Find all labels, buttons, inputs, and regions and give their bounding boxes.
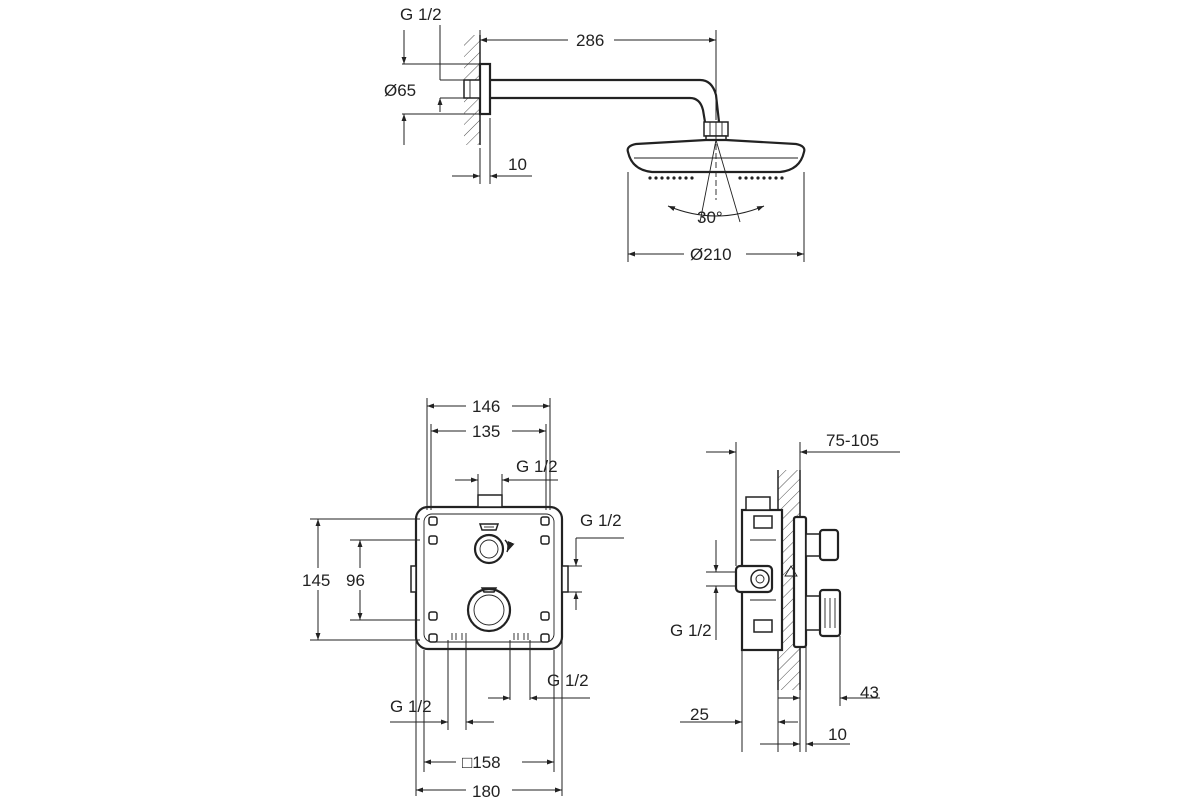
height-145-label: 145 [302, 571, 330, 590]
height-96-label: 96 [346, 571, 365, 590]
valve-side-view: 75-105 G 1/2 25 43 10 [670, 431, 900, 752]
side-thermostat-handle [805, 595, 821, 631]
angle-30-label: 30° [697, 208, 723, 227]
dia-210-label: Ø210 [690, 245, 732, 264]
depth-75-105-label: 75-105 [826, 431, 879, 450]
width-180-label: 180 [472, 782, 500, 800]
depth-10-label-side: 10 [828, 725, 847, 744]
diverter-knob [473, 533, 505, 565]
valve-box-inner [423, 513, 555, 643]
valve-front-view: 146 135 G 1/2 G 1/2 145 96 [300, 394, 624, 800]
top-port [477, 494, 503, 508]
side-diverter-handle [805, 533, 821, 557]
side-cover-plate [792, 515, 808, 649]
depth-43-label: 43 [860, 683, 879, 702]
thermostat-knob [466, 587, 512, 633]
g-half-label-front-top: G 1/2 [516, 457, 558, 476]
spray-nozzles [648, 176, 784, 180]
dia-65-label: Ø65 [384, 81, 416, 100]
valve-box-outer [414, 505, 564, 651]
g-half-label-front-right: G 1/2 [580, 511, 622, 530]
depth-25-label: 25 [690, 705, 709, 724]
g-half-label-front-bottom-left: G 1/2 [390, 697, 432, 716]
width-146-label: 146 [472, 397, 500, 416]
g-half-label-side: G 1/2 [670, 621, 712, 640]
square-158-label: □158 [462, 753, 501, 772]
length-286-label: 286 [576, 31, 604, 50]
width-135-label: 135 [472, 422, 500, 441]
wall-flange [478, 62, 492, 116]
shower-arm-view: 30° G 1/2 Ø65 286 10 Ø210 [384, 5, 806, 264]
side-inlet-fitting [734, 564, 774, 594]
flange-thread [463, 79, 481, 99]
shower-arm [490, 78, 721, 123]
g-half-label-front-bottom-right: G 1/2 [547, 671, 589, 690]
left-port [410, 565, 417, 593]
right-port [561, 565, 569, 593]
depth-10-label-top: 10 [508, 155, 527, 174]
g-half-label-top: G 1/2 [400, 5, 442, 24]
